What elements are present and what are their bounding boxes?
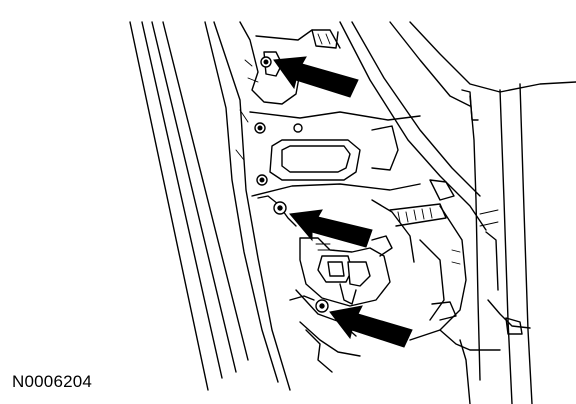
lower-fastener-arrow <box>329 305 413 348</box>
latch-module <box>295 235 393 357</box>
right-structure <box>339 21 576 404</box>
upper-fastener-arrow <box>273 56 359 98</box>
lower-bracket <box>289 295 333 373</box>
inner-panel <box>235 109 421 197</box>
door-frame <box>129 21 291 391</box>
figure-id-label: N0006204 <box>12 372 93 391</box>
middle-fastener-arrow <box>289 209 373 248</box>
upper-bracket <box>239 21 341 105</box>
mid-bracket <box>257 195 447 263</box>
